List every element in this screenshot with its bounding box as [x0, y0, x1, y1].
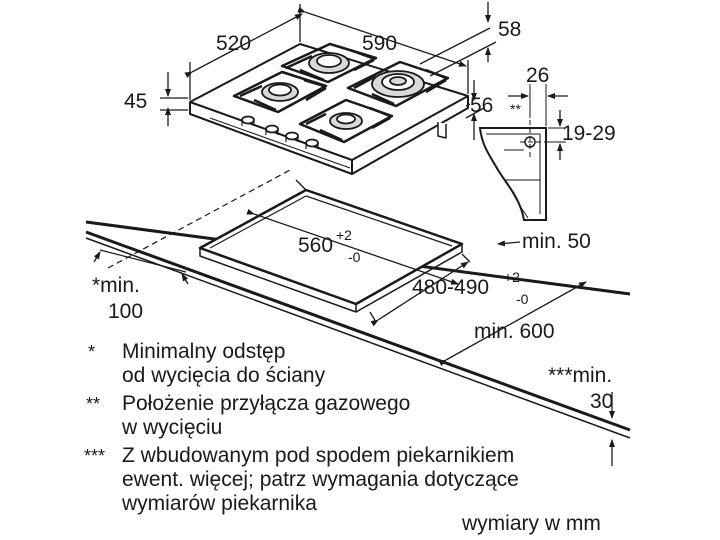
dim-58: 58 — [498, 18, 521, 41]
pan-support-left — [232, 70, 328, 114]
dim-56: 56 — [470, 94, 493, 117]
dim-min-30-label: ***min. — [548, 364, 612, 387]
worktop-illustration — [85, 169, 631, 439]
cutout-dimension-lines — [93, 179, 615, 466]
burner-left — [261, 82, 299, 102]
pan-support-front — [298, 98, 394, 144]
dim-480-490-tol-plus: +2 — [504, 269, 520, 285]
dim-26: 26 — [526, 64, 549, 87]
dim-min-30-value: 30 — [590, 390, 613, 413]
dimension-labels: 520 590 58 45 56 26 ** 19-29 560 +2 -0 4… — [92, 18, 616, 413]
dim-520: 520 — [216, 32, 251, 55]
dim-min-50: min. 50 — [522, 230, 591, 253]
dim-45: 45 — [124, 90, 147, 113]
dim-560: 560 — [298, 234, 333, 257]
burner-front — [329, 112, 363, 130]
dim-min-600: min. 600 — [474, 320, 555, 343]
dim-min-100-label: *min. — [92, 274, 140, 297]
burner-back — [308, 52, 350, 74]
pan-support-right — [346, 60, 450, 108]
dim-560-tol-minus: -0 — [348, 249, 361, 265]
dim-min-100-value: 100 — [108, 300, 143, 323]
dim-480-490-tol-minus: -0 — [516, 291, 529, 307]
mounting-clip-detail — [478, 84, 568, 221]
dim-clip-marker: ** — [510, 101, 521, 117]
control-knobs — [241, 115, 319, 149]
dim-560-tol-plus: +2 — [336, 227, 352, 243]
hob-dimension-lines — [160, 2, 497, 140]
dim-590: 590 — [362, 32, 397, 55]
dim-19-29: 19-29 — [562, 122, 616, 145]
burner-right — [371, 70, 425, 98]
dim-480-490: 480-490 — [412, 276, 489, 299]
hob-illustration — [189, 42, 469, 175]
